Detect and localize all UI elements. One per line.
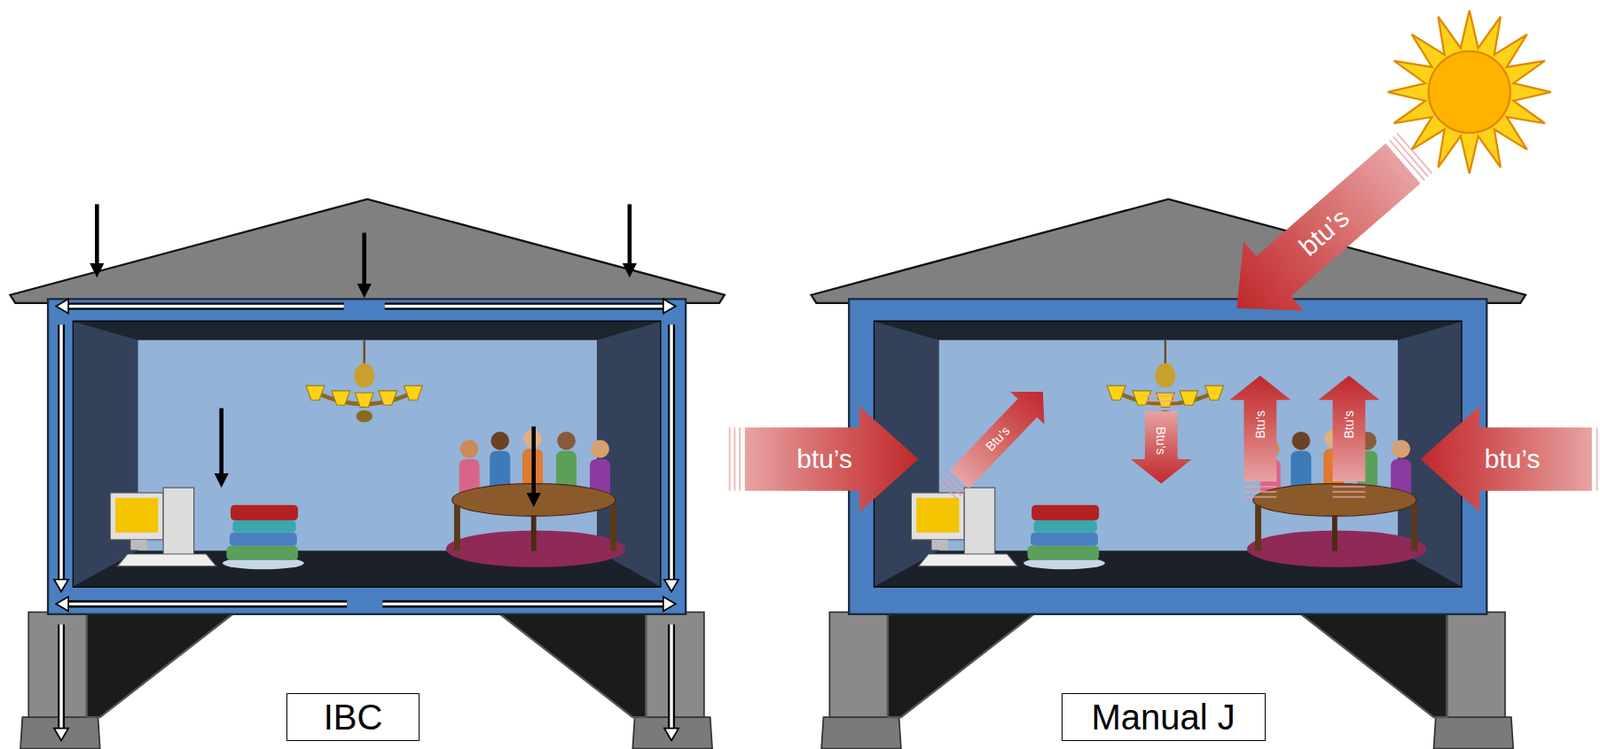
heat-arrow <box>1317 376 1380 483</box>
heat-arrow-tail <box>1393 136 1428 177</box>
load-path-outline <box>57 624 65 729</box>
caption-text: Manual J <box>1090 698 1235 738</box>
heat-arrow <box>745 406 919 513</box>
load-path <box>669 324 673 581</box>
manualj-house-wrap <box>811 199 1526 749</box>
heat-arrow-tail <box>1596 427 1599 491</box>
load-arrowhead <box>622 263 637 278</box>
load-path-head <box>55 596 69 612</box>
heat-arrow-tail <box>1145 400 1178 403</box>
heat-arrow-tail <box>1243 496 1277 499</box>
sun-rays <box>1388 10 1552 174</box>
arrows <box>54 10 1600 742</box>
heat-label: btu’s <box>796 446 853 473</box>
load-arrow <box>531 426 536 494</box>
load-path-outline <box>382 600 663 608</box>
caption-box: Manual J <box>1061 693 1266 742</box>
load-path-head <box>663 596 676 612</box>
heat-arrow-tail <box>1333 496 1366 499</box>
load-path-outline <box>384 302 664 310</box>
load-path <box>68 305 345 308</box>
sun <box>1428 51 1511 134</box>
load-arrow <box>361 233 367 285</box>
heat-label: Btu’s <box>1342 410 1356 440</box>
heat-label: btu’s <box>1484 446 1541 473</box>
heat-arrow-tail <box>1145 405 1178 408</box>
load-path-outline <box>68 600 347 608</box>
heat-arrow-tail <box>1396 133 1432 173</box>
load-path <box>59 324 63 581</box>
heat-arrow <box>1236 143 1420 312</box>
load-path <box>669 624 673 729</box>
heat-label: Btu’s <box>1254 410 1267 440</box>
heat-arrow-tail <box>1333 491 1366 494</box>
heat-arrow-tail <box>939 481 959 501</box>
heat-label: Btu’s <box>1154 426 1168 455</box>
load-path-outline <box>57 324 65 581</box>
load-path <box>68 603 347 606</box>
load-arrowhead <box>214 473 229 488</box>
heat-arrow-tail <box>1243 491 1277 494</box>
load-path-outline <box>68 302 345 310</box>
load-arrow <box>219 407 224 474</box>
load-arrow <box>627 203 633 264</box>
heat-arrow <box>1130 411 1193 485</box>
heat-arrow-tail <box>1389 140 1425 181</box>
heat-arrow-tail <box>1145 395 1178 398</box>
load-arrowhead <box>357 283 372 299</box>
heat-arrow <box>1229 376 1291 483</box>
heat-arrow <box>1420 406 1593 513</box>
load-path <box>59 624 63 729</box>
load-path-head <box>663 298 676 314</box>
manualj-house <box>811 199 1526 749</box>
load-path-outline <box>667 624 675 729</box>
load-path-head <box>54 580 69 593</box>
heat-arrow-tail <box>738 427 741 491</box>
load-arrow <box>94 203 100 264</box>
load-path-head <box>55 298 69 314</box>
load-path-head <box>664 729 679 742</box>
load-arrowhead <box>89 263 104 278</box>
heat-arrow-tail <box>729 427 731 491</box>
heat-arrow <box>949 392 1045 489</box>
load-path <box>382 603 663 606</box>
load-path-head <box>54 729 69 742</box>
load-arrowhead <box>526 493 542 508</box>
heat-arrow-tail <box>1243 486 1277 488</box>
load-path <box>384 305 664 308</box>
ibc-house <box>10 199 725 749</box>
heat-arrow-tail <box>734 427 737 491</box>
load-path-head <box>664 580 679 593</box>
caption-text: IBC <box>323 698 384 738</box>
load-path-outline <box>667 324 675 581</box>
caption-box: IBC <box>286 693 420 742</box>
heat-arrow-tail <box>1333 486 1366 488</box>
